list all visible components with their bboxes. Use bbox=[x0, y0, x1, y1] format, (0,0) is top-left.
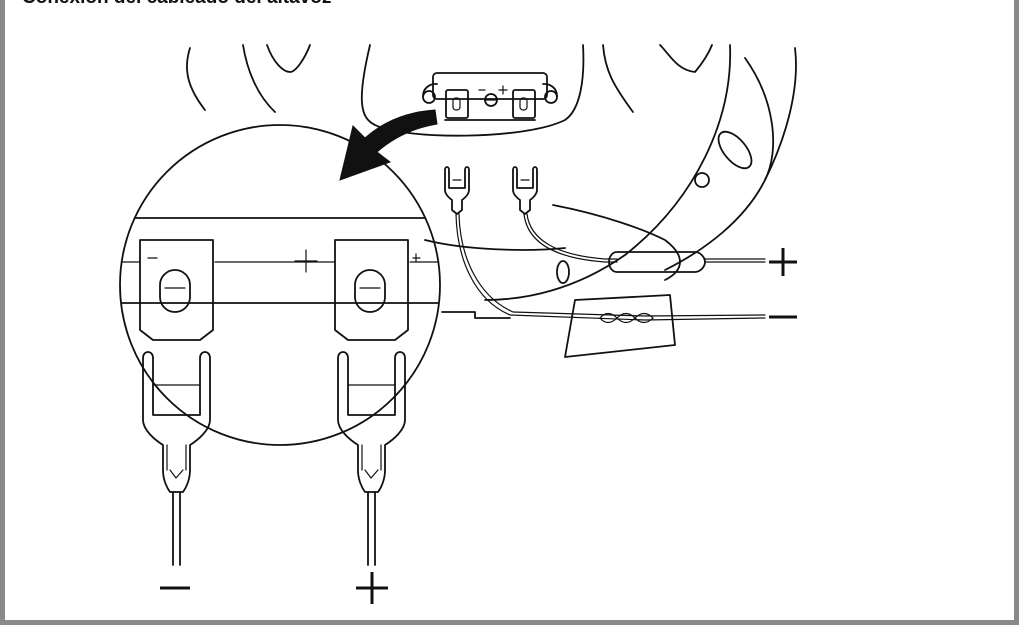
connector-positive bbox=[337, 351, 406, 566]
curved-arrow-icon bbox=[339, 109, 438, 181]
frame-border-bottom bbox=[0, 620, 1019, 625]
terminal-block bbox=[422, 72, 558, 121]
polarity-symbols bbox=[160, 248, 797, 604]
connector-negative bbox=[142, 351, 211, 566]
plus-sign-right bbox=[769, 248, 797, 276]
mount-slot-small bbox=[556, 260, 570, 284]
frame-border-left bbox=[0, 0, 5, 625]
magnifier-circle bbox=[119, 124, 441, 446]
speaker-wiring-diagram bbox=[119, 44, 797, 604]
mount-slot bbox=[717, 130, 753, 170]
mount-hole bbox=[694, 172, 710, 188]
diagram-title: Conexión del cableado del altavoz bbox=[22, 0, 331, 9]
wire-harness bbox=[444, 166, 766, 358]
plus-sign-bottom bbox=[356, 572, 388, 604]
frame-border-right bbox=[1014, 0, 1019, 625]
speaker-frame bbox=[186, 44, 797, 319]
